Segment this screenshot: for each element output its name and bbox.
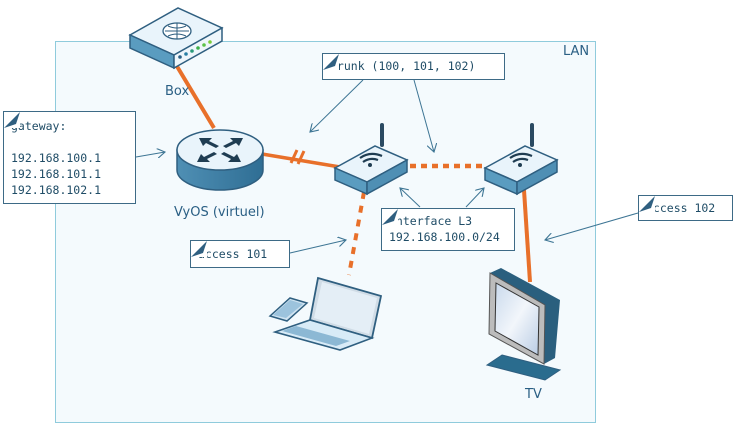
note-access-101: access 101	[190, 240, 290, 268]
lan-zone-label: LAN	[563, 44, 590, 59]
note-interface-l3: Interface L3 192.168.100.0/24	[381, 208, 515, 251]
note-l3-line: Interface L3	[389, 214, 473, 228]
note-trunk-text: trunk (100, 101, 102)	[330, 59, 476, 73]
access-point-1-icon[interactable]	[333, 123, 409, 196]
link-break-icon	[289, 149, 306, 165]
note-access-101-text: access 101	[198, 247, 268, 261]
tv-label: TV	[525, 387, 542, 402]
note-trunk: trunk (100, 101, 102)	[322, 53, 505, 80]
note-arrows	[135, 79, 639, 254]
note-gateway-title: gateway:	[11, 119, 67, 133]
arrow-gateway-router	[135, 152, 165, 157]
vyos-router-icon[interactable]	[176, 129, 264, 191]
laptop-phone-icon[interactable]	[268, 276, 383, 351]
box-modem-icon[interactable]	[128, 7, 224, 70]
link-ap2-tv	[522, 189, 532, 283]
arrow-access101	[289, 240, 346, 254]
link-ap1-laptop	[347, 191, 366, 276]
link-box-router	[170, 56, 216, 130]
arrow-trunk-link1	[310, 79, 364, 132]
note-fold-icon	[191, 241, 207, 257]
note-access-102-text: access 102	[646, 201, 716, 215]
note-fold-icon	[639, 196, 655, 212]
note-access-102: access 102	[638, 195, 733, 221]
note-l3-line: 192.168.100.0/24	[389, 230, 500, 244]
arrow-access102	[545, 212, 639, 240]
arrow-trunk-link2	[413, 79, 434, 152]
tv-icon[interactable]	[485, 268, 562, 381]
arrow-l3-ap1	[400, 188, 421, 208]
note-fold-icon	[323, 54, 339, 70]
note-fold-icon	[4, 112, 20, 128]
note-fold-icon	[382, 209, 398, 225]
note-gateway-line: 192.168.100.1	[11, 151, 102, 165]
note-gateway-line: 192.168.102.1	[11, 183, 102, 197]
note-gateway-line: 192.168.101.1	[11, 167, 102, 181]
access-point-2-icon[interactable]	[483, 123, 559, 196]
vyos-router-label: VyOS (virtuel)	[174, 205, 265, 220]
note-gateway: gateway: 192.168.100.1 192.168.101.1 192…	[3, 111, 136, 204]
box-label: Box	[165, 84, 190, 99]
links	[170, 56, 532, 283]
arrow-l3-ap2	[465, 188, 484, 208]
